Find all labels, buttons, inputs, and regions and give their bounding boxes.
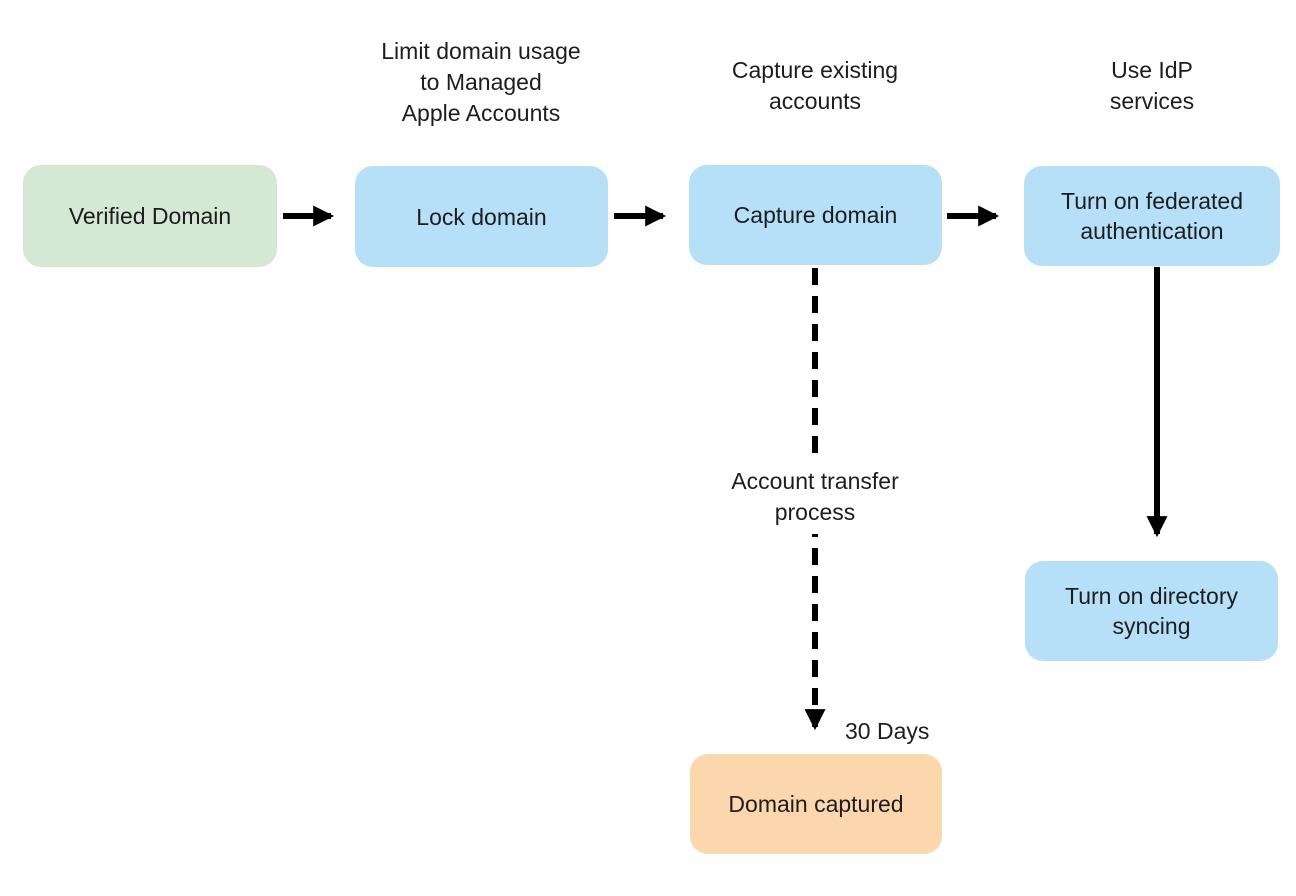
node-turn-on-federated-authentication: Turn on federated authentication [1024, 166, 1280, 266]
annotation-account-transfer-process: Account transfer process [685, 460, 945, 534]
annotation-limit-domain-usage: Limit domain usage to Managed Apple Acco… [381, 38, 581, 126]
annotation-use-idp-services: Use IdP services [1109, 57, 1195, 114]
node-capture-domain: Capture domain [689, 165, 942, 265]
node-lock-domain: Lock domain [355, 166, 608, 267]
annotation-capture-existing-accounts: Capture existing accounts [731, 57, 899, 114]
annotation-30-days: 30 Days [845, 718, 930, 744]
node-verified-domain: Verified Domain [23, 165, 277, 267]
node-turn-on-directory-syncing: Turn on directory syncing [1025, 561, 1278, 661]
node-domain-captured: Domain captured [690, 754, 942, 854]
